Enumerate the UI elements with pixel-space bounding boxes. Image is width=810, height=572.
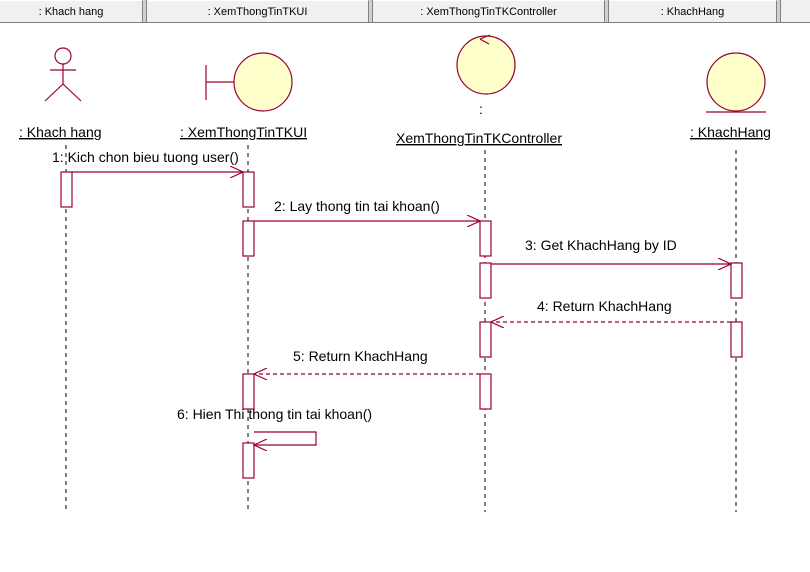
activation-controller-4: [479, 373, 492, 410]
activation-boundary-3: [242, 373, 255, 410]
activation-entity-2: [730, 321, 743, 358]
message-4-label[interactable]: 4: Return KhachHang: [537, 298, 672, 314]
header-separator[interactable]: [143, 0, 147, 22]
activation-boundary-2: [242, 220, 255, 257]
message-3-label[interactable]: 3: Get KhachHang by ID: [525, 237, 677, 253]
activation-controller-1: [479, 220, 492, 257]
activation-entity-1: [730, 262, 743, 299]
actor-label[interactable]: : Khach hang: [19, 124, 102, 140]
boundary-label[interactable]: : XemThongTinTKUI: [180, 124, 307, 140]
boundary-icon[interactable]: [205, 52, 293, 112]
header-column-khach-hang[interactable]: : Khach hang: [0, 0, 143, 22]
message-6-label[interactable]: 6: Hien Thi thong tin tai khoan(): [177, 406, 372, 422]
header-separator[interactable]: [605, 0, 609, 22]
entity-icon[interactable]: [706, 52, 766, 113]
activation-bars: [60, 171, 743, 479]
activation-controller-3: [479, 321, 492, 358]
message-2-label[interactable]: 2: Lay thong tin tai khoan(): [274, 198, 440, 214]
entity-label[interactable]: : KhachHang: [690, 124, 771, 140]
column-header-bar: : Khach hang : XemThongTinTKUI : XemThon…: [0, 0, 810, 23]
header-column-controller[interactable]: : XemThongTinTKController: [373, 0, 605, 22]
activation-boundary-1: [242, 171, 255, 208]
activation-controller-2: [479, 262, 492, 299]
header-column-xemthongtintkui[interactable]: : XemThongTinTKUI: [147, 0, 369, 22]
header-separator[interactable]: [777, 0, 781, 22]
controller-label[interactable]: XemThongTinTKController: [396, 130, 562, 146]
message-1-label[interactable]: 1: Kich chon bieu tuong user(): [52, 149, 239, 165]
message-5-label[interactable]: 5: Return KhachHang: [293, 348, 428, 364]
activation-boundary-4: [242, 442, 255, 479]
actor-icon[interactable]: [44, 47, 82, 102]
control-icon[interactable]: [456, 34, 516, 95]
message-6-self-arrow[interactable]: [254, 431, 317, 445]
activation-actor: [60, 171, 73, 208]
header-separator[interactable]: [369, 0, 373, 22]
header-column-khachhang[interactable]: : KhachHang: [609, 0, 777, 22]
controller-prefix: :: [479, 101, 483, 117]
